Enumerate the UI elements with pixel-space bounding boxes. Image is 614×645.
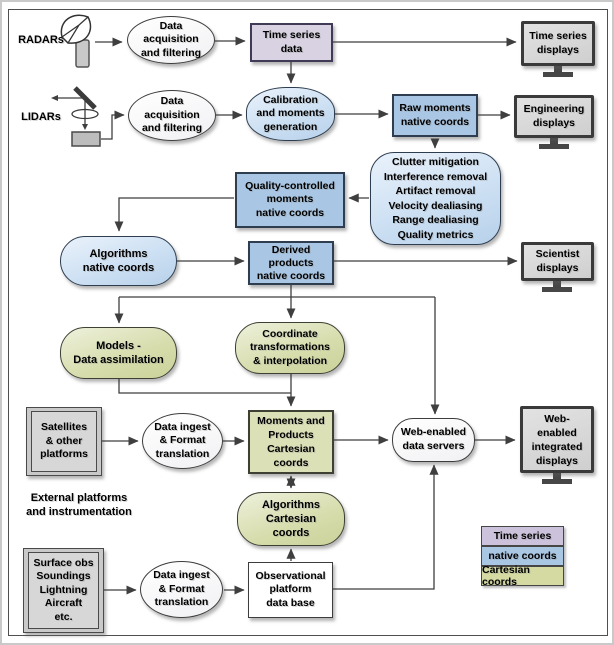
node-engineering-displays: Engineering displays xyxy=(514,95,594,138)
node-qc-moments: Quality-controlled moments native coords xyxy=(235,172,345,228)
node-time-series-displays: Time series displays xyxy=(521,21,595,66)
node-surface-obs-inner: Surface obs Soundings Lightning Aircraft… xyxy=(28,552,99,629)
monitor-stand xyxy=(554,66,562,72)
node-algorithms-cartesian: Algorithms Cartesian coords xyxy=(237,492,345,546)
monitor-stand xyxy=(539,144,569,149)
node-data-ingest-satellites: Data ingest & Format translation xyxy=(142,413,223,469)
diagram-border xyxy=(8,9,608,636)
node-web-integrated-displays: Web- enabled integrated displays xyxy=(520,406,594,473)
node-scientist-displays: Scientist displays xyxy=(521,242,594,281)
node-data-acquisition-radar: Data acquisition and filtering xyxy=(127,16,215,64)
monitor-stand xyxy=(542,479,572,484)
node-data-acquisition-lidar: Data acquisition and filtering xyxy=(128,90,216,141)
node-calibration: Calibration and moments generation xyxy=(246,87,335,141)
monitor-stand xyxy=(553,281,561,287)
legend-item-native-coords: native coords xyxy=(481,546,564,566)
node-observational-database: Observational platform data base xyxy=(248,562,333,618)
node-moments-products-cartesian: Moments and Products Cartesian coords xyxy=(248,410,334,474)
node-satellites-inner: Satellites & other platforms xyxy=(31,411,97,472)
lidars-label: LIDARs xyxy=(21,110,61,123)
node-derived-products: Derived products native coords xyxy=(248,241,334,285)
monitor-stand xyxy=(543,72,573,77)
radars-label: RADARs xyxy=(18,33,64,46)
lidar-instrument-icon xyxy=(51,86,101,147)
legend-item-cartesian-coords: Cartesian coords xyxy=(481,564,564,588)
radar-dish-icon xyxy=(60,14,92,68)
node-coordinate-transformations: Coordinate transformations & interpolati… xyxy=(235,322,345,374)
node-models-assimilation: Models - Data assimilation xyxy=(60,327,177,379)
node-web-data-servers: Web-enabled data servers xyxy=(392,418,475,462)
external-platforms-label: External platforms and instrumentation xyxy=(26,491,132,518)
legend-item-time-series: Time series xyxy=(481,526,564,546)
node-algorithms-native: Algorithms native coords xyxy=(60,236,177,286)
monitor-stand xyxy=(553,473,561,479)
node-qc-processes: Clutter mitigation Interference removal … xyxy=(370,152,501,245)
monitor-stand xyxy=(550,138,558,144)
monitor-stand xyxy=(542,287,572,292)
node-raw-moments: Raw moments native coords xyxy=(392,94,478,137)
node-time-series-data: Time series data xyxy=(250,23,333,62)
node-surface-obs: Surface obs Soundings Lightning Aircraft… xyxy=(23,548,104,633)
node-satellites: Satellites & other platforms xyxy=(26,407,102,476)
node-data-ingest-surface: Data ingest & Format translation xyxy=(140,561,223,618)
